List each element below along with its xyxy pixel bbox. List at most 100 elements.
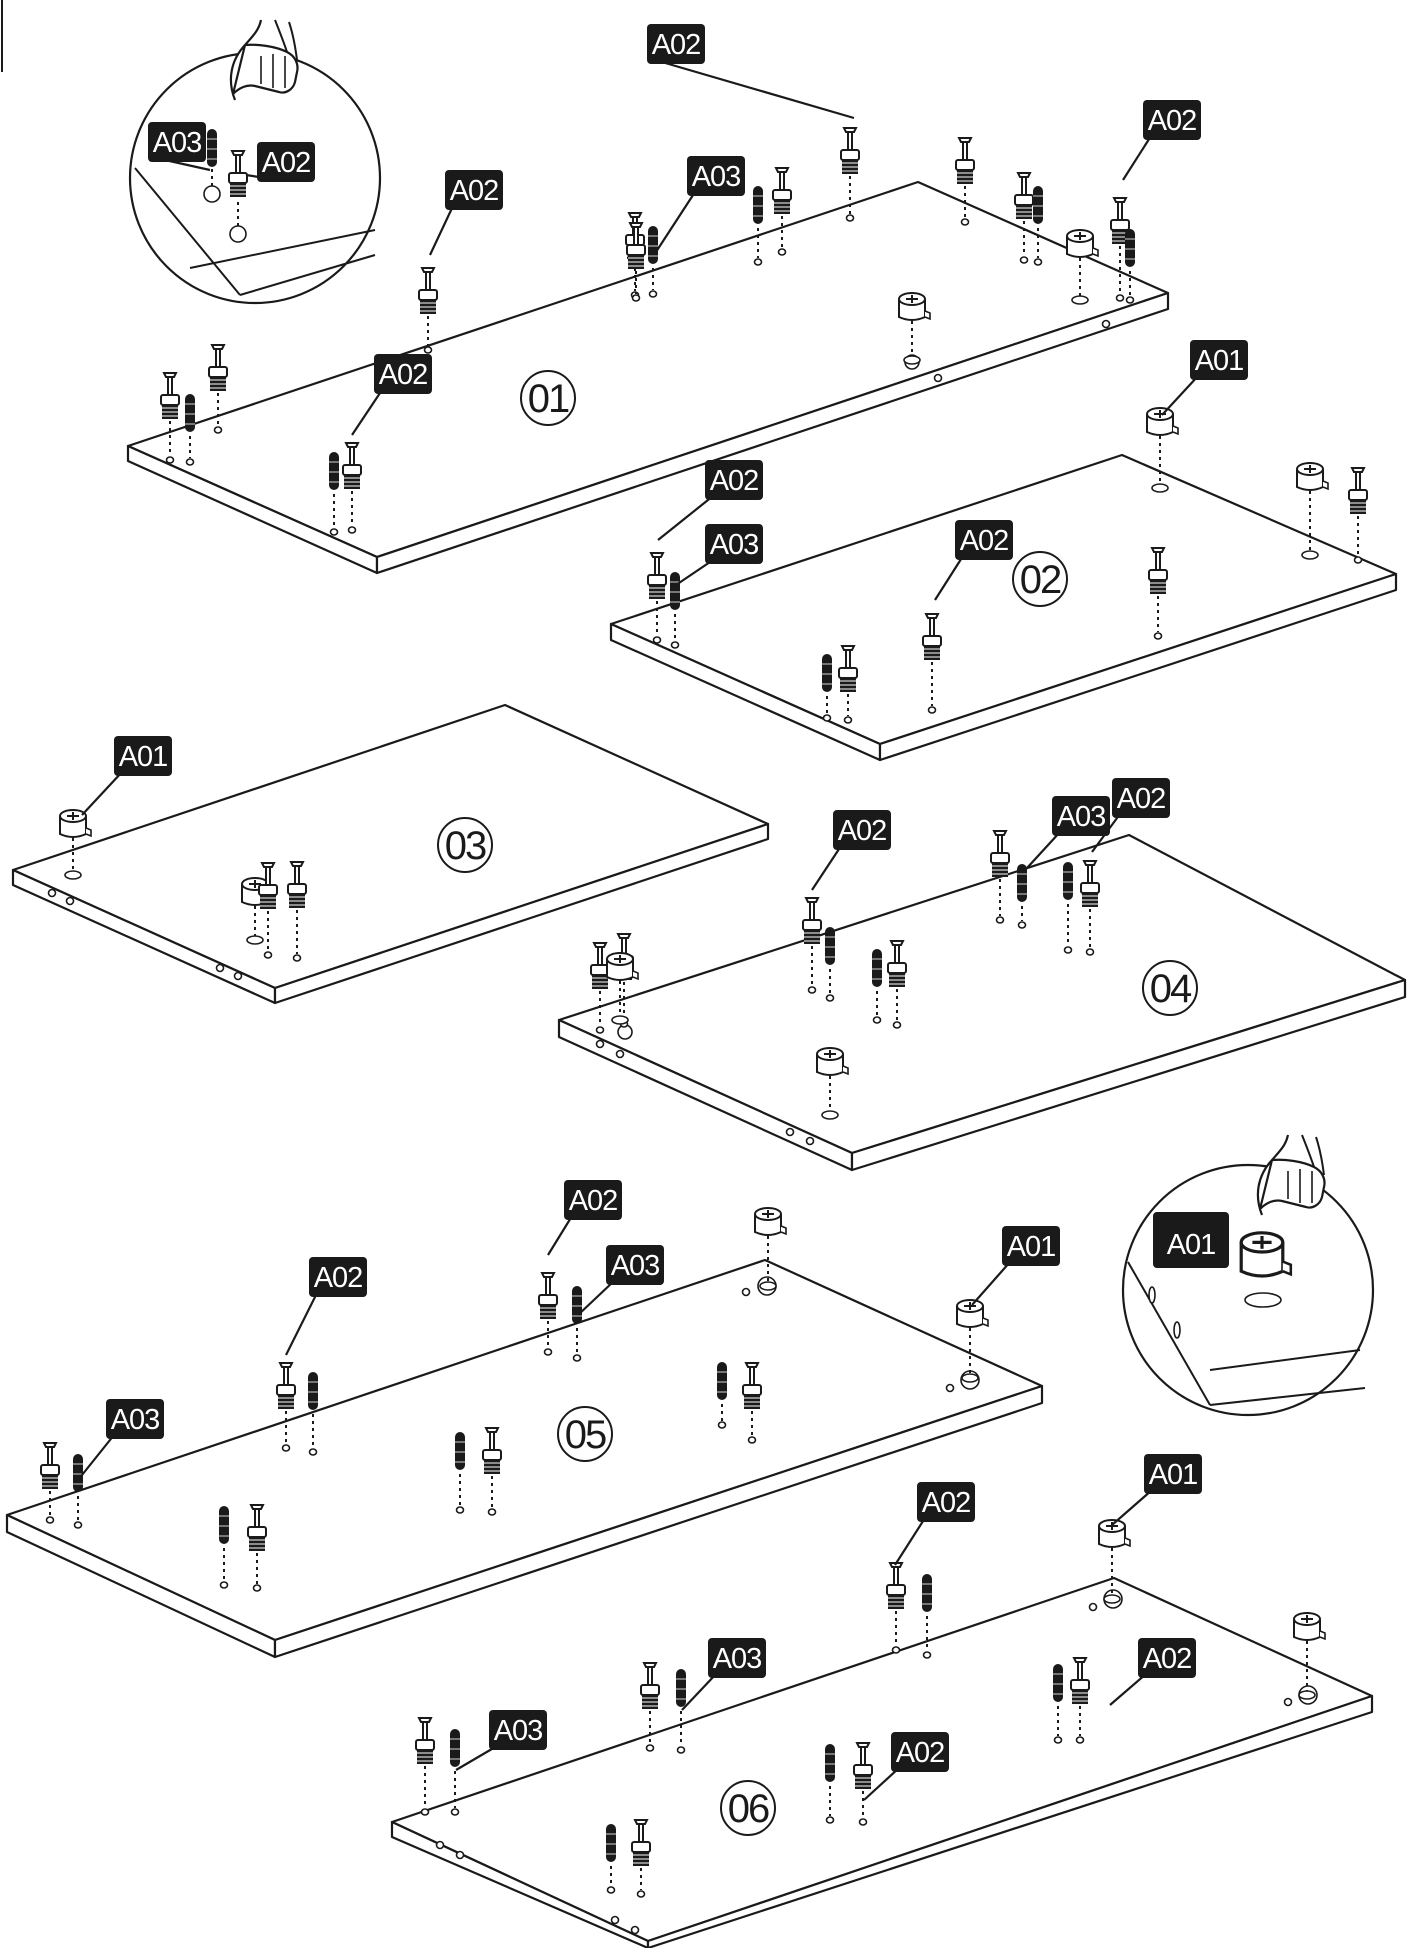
cam-lock-icon: [59, 809, 92, 880]
cam-bolt-icon: [40, 1442, 60, 1524]
panel-number-label: 06: [728, 1787, 769, 1831]
wood-dowel-icon: [752, 185, 764, 266]
callout-tag-a03: A03: [77, 1399, 164, 1481]
callout-label: A02: [569, 1185, 618, 1217]
panel-number-label: 01: [528, 377, 569, 421]
cam-lock-icon: [1296, 462, 1329, 560]
cam-bolt-icon: [590, 942, 610, 1034]
callout-label: A02: [1143, 1643, 1192, 1675]
callout-tag-a01: A01: [81, 736, 172, 816]
callout-tag-a02: A02: [934, 520, 1013, 601]
cam-bolt-icon: [1014, 172, 1034, 264]
wood-dowel-icon: [821, 653, 833, 722]
callout-tag-a02: A02: [429, 170, 503, 256]
cam-bolt-icon: [922, 613, 942, 714]
callout-label: A02: [262, 147, 311, 179]
callout-label: A01: [1195, 345, 1244, 377]
callout-label: A03: [611, 1250, 660, 1282]
panel-06: [390, 1576, 1374, 1948]
wood-dowel-icon: [1062, 861, 1074, 954]
wood-dowel-icon: [824, 1743, 836, 1824]
wood-dowel-icon: [921, 1573, 933, 1659]
cam-bolt-icon: [1070, 1657, 1090, 1744]
callout-label: A01: [1149, 1459, 1198, 1491]
panel-number-05: 05: [557, 1406, 613, 1462]
callout-label: A02: [1117, 783, 1166, 815]
wood-dowel-icon: [647, 225, 659, 298]
cam-lock-icon: [1293, 1612, 1326, 1700]
callout-tag-a02: A02: [894, 1482, 975, 1566]
hand-icon: [229, 18, 299, 102]
callout-tag-a02: A02: [1109, 1638, 1196, 1706]
callout-tag-a02: A02: [1122, 100, 1201, 181]
cam-lock-icon: [956, 1299, 989, 1383]
wood-dowel-icon: [716, 1361, 728, 1429]
cam-bolt-icon: [342, 442, 362, 534]
callout-label: A02: [838, 815, 887, 847]
cam-bolt-icon: [631, 1819, 651, 1898]
cam-bolt-icon: [418, 267, 438, 354]
cam-bolt-icon: [538, 1272, 558, 1356]
cam-lock-icon: [898, 292, 931, 365]
wood-dowel-icon: [218, 1505, 230, 1589]
cam-bolt-icon: [990, 830, 1010, 924]
callout-label: A03: [111, 1404, 160, 1436]
wood-dowel-icon: [675, 1668, 687, 1754]
callout-tag-a02: A02: [351, 354, 432, 436]
panel-number-02: 02: [1012, 551, 1068, 607]
cam-bolt-icon: [887, 940, 907, 1029]
callout-label: A02: [379, 359, 428, 391]
callout-tag-a03: A03: [1026, 796, 1110, 869]
cam-bolt-icon: [840, 127, 860, 222]
callout-label: A02: [314, 1262, 363, 1294]
cam-lock-icon: [1066, 229, 1099, 305]
panel-number-03: 03: [437, 817, 493, 873]
panel-number-label: 03: [445, 824, 486, 868]
cam-bolt-icon: [276, 1362, 296, 1452]
panel-number-label: 02: [1020, 558, 1061, 602]
callout-tag-a02: A02: [811, 810, 891, 891]
cam-lock-icon: [1146, 407, 1179, 493]
cam-bolt-icon: [772, 167, 792, 256]
wood-dowel-icon: [571, 1285, 583, 1362]
callout-label: A03: [692, 161, 741, 193]
cam-bolt-icon: [287, 861, 307, 962]
callout-tag-a03: A03: [455, 1710, 547, 1771]
cam-bolt-icon: [742, 1362, 762, 1444]
cam-bolt-icon: [415, 1717, 435, 1816]
cam-bolt-icon: [853, 1742, 873, 1826]
cam-bolt-icon: [247, 1504, 267, 1592]
callout-tag-a01: A01: [1111, 1454, 1202, 1526]
callout-label: A03: [713, 1643, 762, 1675]
cam-bolt-icon: [1110, 197, 1130, 302]
cam-bolt-icon: [258, 862, 278, 959]
cam-bolt-icon: [802, 897, 822, 994]
cam-bolt-icon: [208, 344, 228, 434]
panel-number-01: 01: [520, 370, 576, 426]
wood-dowel-icon: [824, 926, 836, 1002]
panel-number-06: 06: [720, 1780, 776, 1836]
cam-bolt-icon: [626, 222, 646, 302]
callout-label: A01: [1167, 1229, 1216, 1261]
callout-tag-a01: A01: [1153, 1212, 1229, 1268]
cam-bolt-icon: [1348, 467, 1368, 564]
callout-label: A02: [450, 175, 499, 207]
callout-label: A03: [710, 529, 759, 561]
panel-05: [5, 1258, 1044, 1659]
callout-tag-a02: A02: [647, 24, 855, 120]
callout-label: A01: [1007, 1231, 1056, 1263]
callout-label: A02: [652, 29, 701, 61]
hand-icon: [1256, 1133, 1326, 1217]
callout-label: A02: [922, 1487, 971, 1519]
callout-label: A02: [896, 1737, 945, 1769]
callout-tag-a03: A03: [653, 156, 745, 256]
wood-dowel-icon: [72, 1453, 84, 1529]
callout-tag-a02: A02: [547, 1180, 622, 1256]
callout-label: A03: [494, 1715, 543, 1747]
cam-bolt-icon: [647, 552, 667, 644]
wood-dowel-icon: [184, 393, 196, 466]
wood-dowel-icon: [1052, 1663, 1064, 1744]
callout-tag-a03: A03: [577, 1245, 664, 1316]
